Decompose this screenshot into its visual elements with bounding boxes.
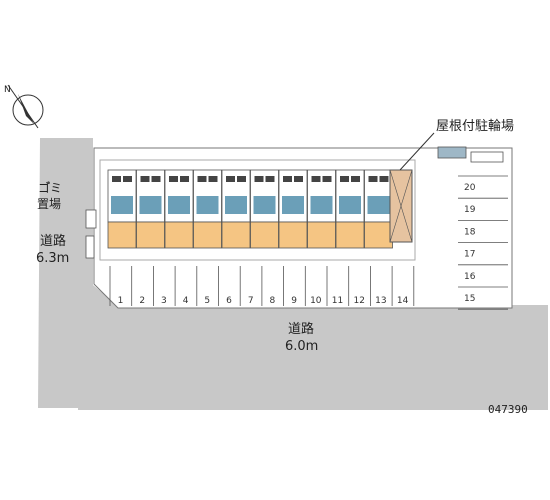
parking-space-14: 14 bbox=[391, 266, 409, 306]
parking-space-12: 12 bbox=[348, 266, 365, 306]
parking-space-5: 5 bbox=[196, 266, 210, 306]
parking-number: 14 bbox=[397, 296, 409, 306]
parking-space-15: 15 bbox=[458, 286, 508, 304]
garbage-label-2: 置場 bbox=[37, 197, 61, 211]
svg-text:N: N bbox=[4, 85, 11, 95]
parking-space-8: 8 bbox=[261, 266, 276, 306]
utility-box-2 bbox=[470, 151, 504, 163]
meter-box bbox=[85, 235, 95, 259]
apartment-unit bbox=[136, 169, 165, 249]
parking-number: 2 bbox=[139, 296, 145, 306]
road-south-name: 道路 bbox=[288, 321, 314, 337]
parking-space-4: 4 bbox=[174, 266, 189, 306]
parking-space-6: 6 bbox=[218, 266, 232, 306]
parking-number: 7 bbox=[248, 296, 254, 306]
parking-number: 8 bbox=[270, 296, 276, 306]
parking-space-19: 19 bbox=[458, 197, 508, 215]
parking-space-18: 18 bbox=[458, 219, 508, 237]
parking-space-16: 16 bbox=[458, 264, 508, 282]
apartment-unit bbox=[164, 169, 194, 249]
parking-space-17: 17 bbox=[458, 242, 508, 260]
parking-number: 19 bbox=[464, 205, 476, 215]
parking-number: 17 bbox=[464, 250, 475, 260]
apartment-unit bbox=[307, 169, 336, 249]
apartment-building bbox=[107, 169, 393, 249]
apartment-unit bbox=[193, 169, 222, 249]
utility-box bbox=[437, 146, 467, 159]
parking-number: 4 bbox=[183, 296, 189, 306]
property-code: 047390 bbox=[488, 403, 528, 416]
parking-number: 9 bbox=[291, 296, 297, 306]
bike-parking-label: 屋根付駐輪場 bbox=[436, 118, 514, 134]
road-west-width: 6.3m bbox=[36, 251, 69, 266]
parking-space-9: 9 bbox=[283, 266, 297, 306]
road-south bbox=[78, 305, 548, 410]
parking-space-11: 11 bbox=[326, 266, 343, 306]
apartment-unit bbox=[250, 169, 279, 249]
parking-number: 5 bbox=[204, 296, 210, 306]
parking-space-7: 7 bbox=[239, 266, 254, 306]
parking-number: 15 bbox=[464, 294, 475, 304]
parking-space-13: 13 bbox=[369, 266, 387, 306]
apartment-unit bbox=[107, 169, 137, 249]
parking-column-right: 20 19 18 17 16 15 bbox=[458, 175, 508, 310]
parking-number: 11 bbox=[332, 296, 343, 306]
garbage-label-1: ゴ゚ミ bbox=[38, 180, 62, 195]
road-south-width: 6.0m bbox=[285, 339, 318, 354]
bike-leader-line bbox=[399, 132, 435, 171]
parking-number: 12 bbox=[353, 296, 364, 306]
parking-number: 20 bbox=[464, 183, 476, 193]
parking-number: 18 bbox=[464, 227, 476, 237]
parking-number: 1 bbox=[118, 296, 124, 306]
road-west-name: 道路 bbox=[40, 233, 66, 249]
parking-space-10: 10 bbox=[304, 266, 322, 306]
parking-space-2: 2 bbox=[131, 266, 145, 306]
parking-number: 6 bbox=[226, 296, 232, 306]
apartment-unit bbox=[221, 169, 251, 249]
parking-number: 16 bbox=[464, 272, 476, 282]
parking-number: 13 bbox=[375, 296, 386, 306]
garbage-area bbox=[85, 209, 97, 229]
north-compass: N bbox=[4, 84, 44, 129]
apartment-unit bbox=[335, 169, 365, 249]
parking-space-3: 3 bbox=[152, 266, 167, 306]
parking-space-1: 1 bbox=[109, 266, 124, 306]
parking-number: 10 bbox=[310, 296, 322, 306]
parking-number: 3 bbox=[161, 296, 167, 306]
parking-space-20: 20 bbox=[458, 175, 508, 193]
apartment-unit bbox=[278, 169, 308, 249]
apartment-unit bbox=[364, 169, 393, 249]
